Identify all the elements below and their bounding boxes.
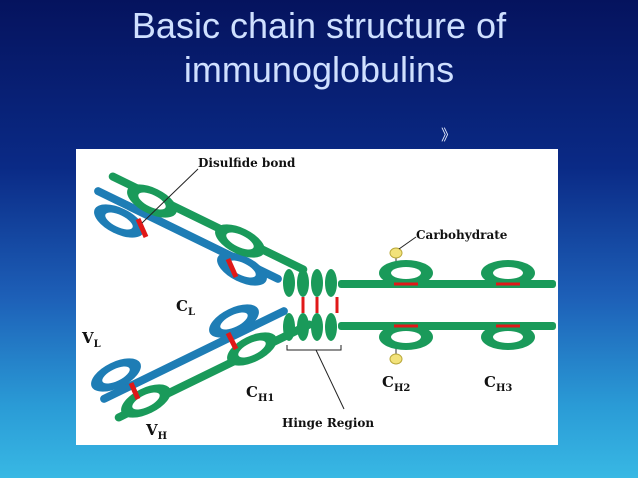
disulfide-leader	[141, 168, 199, 224]
hinge-bracket	[286, 345, 342, 351]
disulfide-bond-lower-v	[128, 381, 141, 401]
disulfide-bond-upper-c	[225, 257, 239, 279]
slide-title-line-1: Basic chain structure of	[131, 5, 507, 46]
carbohydrate-upper	[389, 247, 403, 259]
antibody-diagram-svg: Disulfide bond Carbohydrate CL VL CH1 CH…	[81, 156, 556, 442]
antibody-diagram: Disulfide bond Carbohydrate CL VL CH1 CH…	[76, 149, 558, 445]
disulfide-bond-lower-c	[225, 331, 239, 351]
hinge-region	[283, 269, 339, 341]
lower-fab-arm	[86, 297, 314, 425]
label-ch3: CH3	[484, 373, 512, 394]
label-ch1: CH1	[246, 383, 274, 404]
slide-title-line-2: immunoglobulins	[183, 49, 455, 90]
label-hinge-region: Hinge Region	[282, 416, 374, 430]
slide-title: Basic chain structure of immunoglobulins	[0, 4, 638, 92]
label-carbohydrate: Carbohydrate	[416, 228, 508, 242]
carbohydrate-lower	[389, 353, 403, 365]
upper-fab-arm	[89, 172, 308, 293]
label-vh: VH	[145, 421, 167, 442]
carbohydrate-leader	[398, 236, 417, 250]
label-vl: VL	[81, 329, 101, 350]
disulfide-bond-upper-v	[135, 217, 149, 239]
label-ch2: CH2	[382, 373, 410, 394]
hinge-leader	[315, 349, 345, 410]
next-arrow-icon[interactable]: 》	[441, 126, 457, 144]
fc-region	[338, 247, 556, 365]
label-disulfide-bond: Disulfide bond	[198, 156, 296, 170]
label-cl: CL	[176, 297, 195, 318]
